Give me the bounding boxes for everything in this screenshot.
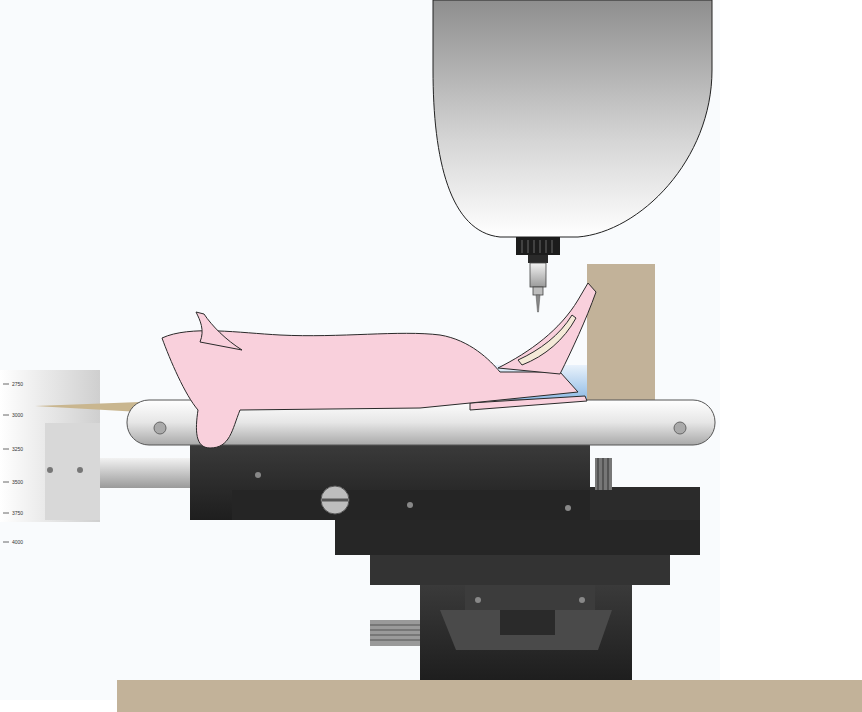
- scale-value: 2750: [12, 381, 23, 387]
- scale-value: 3500: [12, 479, 23, 485]
- scale-value: 3750: [12, 510, 23, 516]
- scale-value: 3000: [12, 412, 23, 418]
- scale-value: 3250: [12, 446, 23, 452]
- scale-value: 4000: [12, 539, 23, 545]
